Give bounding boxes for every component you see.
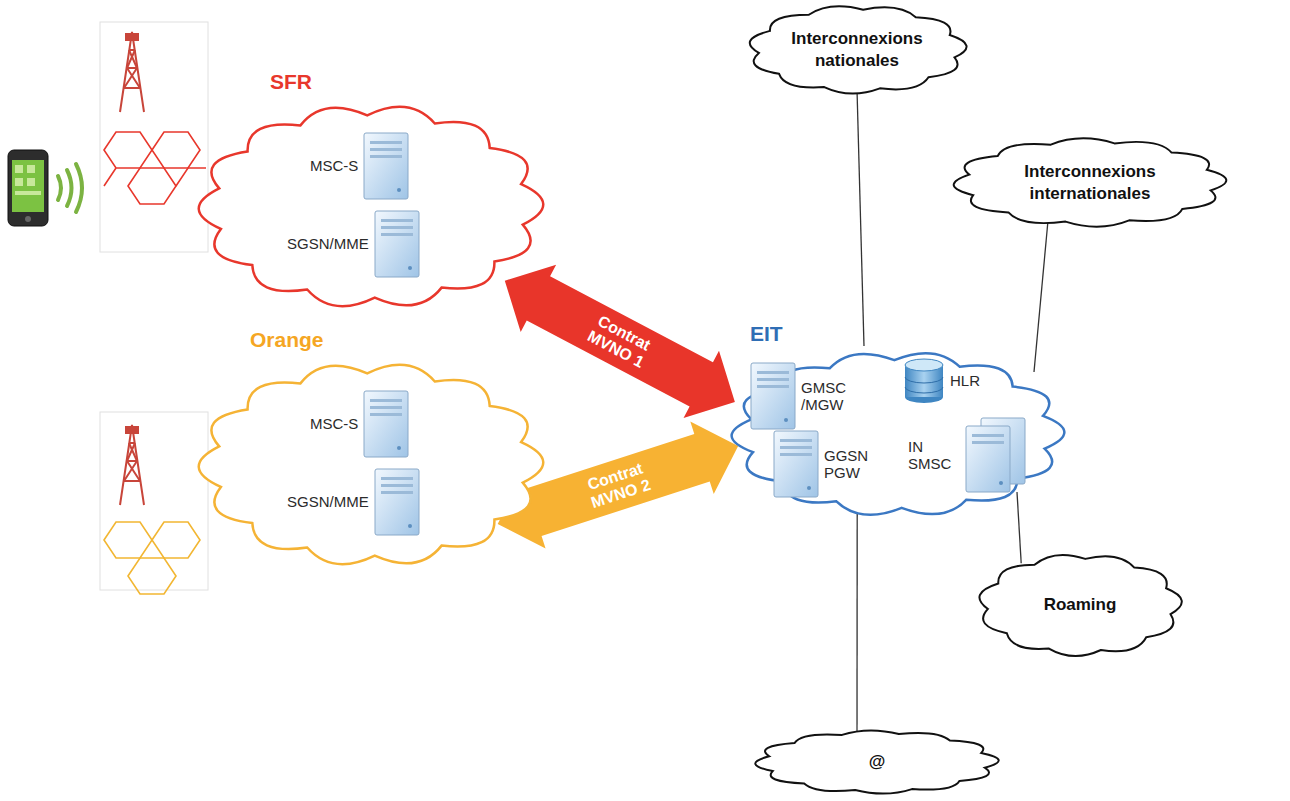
element-label: GGSN PGW: [824, 447, 880, 482]
element-label: MSC-S: [310, 415, 358, 432]
link-stroke: [856, 512, 858, 736]
external-cloud: @: [752, 728, 1002, 796]
radio-cells: [104, 132, 206, 204]
network-element: MSC-S: [310, 132, 409, 200]
network-element: HLR: [903, 358, 980, 404]
external-cloud: Interconnexions internationales: [950, 135, 1230, 230]
network-element: GMSC /MGW: [750, 362, 857, 430]
server-icon: [374, 210, 420, 278]
server-stack-icon: [965, 417, 1027, 493]
network-element: GGSN PGW: [773, 430, 880, 498]
image-panel: [100, 22, 208, 252]
element-label: MSC-S: [310, 157, 358, 174]
element-label: SGSN/MME: [287, 235, 369, 252]
antenna-tower: [120, 32, 144, 112]
radio-cells: [104, 522, 200, 594]
cloud-outline: [950, 135, 1230, 230]
cloud-label: Interconnexions internationales: [1003, 161, 1178, 204]
external-cloud: Interconnexions nationales: [745, 2, 970, 97]
element-labels: MSC-S: [310, 415, 358, 432]
element-label: HLR: [950, 372, 980, 389]
element-label: GMSC /MGW: [801, 379, 857, 414]
network-element: SGSN/MME: [287, 210, 420, 278]
network-element: SGSN/MME: [287, 468, 420, 536]
element-labels: SGSN/MME: [287, 235, 369, 252]
link-line: [1034, 221, 1048, 373]
element-label: SGSN/MME: [287, 493, 369, 510]
element-labels: MSC-S: [310, 157, 358, 174]
element-labels: SGSN/MME: [287, 493, 369, 510]
network-cloud: SFR MSC-S SGSN/MME: [195, 70, 547, 315]
link-line: [1017, 492, 1021, 563]
cloud-path: [755, 730, 998, 793]
network-cloud: EIT GMSC /MGW GGSN PGW HLR IN SMSC: [728, 322, 1068, 522]
server-icon: [750, 362, 796, 430]
cloud-path: [199, 107, 544, 306]
network-cloud: OrangeMSC-S SGSN/MME: [195, 328, 547, 573]
link-line: [857, 512, 858, 736]
double-arrow-shape: [487, 247, 753, 436]
cloud-outline: [195, 356, 547, 573]
cloud-label: Roaming: [1044, 594, 1117, 615]
element-label: IN SMSC: [908, 438, 960, 473]
server-icon: [773, 430, 819, 498]
cloud-path: [979, 555, 1181, 656]
cloud-label: @: [869, 751, 886, 772]
cloud-path: [199, 365, 544, 564]
database-icon: [903, 358, 945, 404]
element-labels: IN SMSC: [908, 438, 960, 473]
cloud-path: [954, 138, 1227, 226]
cloud-outline: [745, 2, 970, 97]
element-labels: GMSC /MGW: [801, 379, 857, 414]
mobile-phone: [8, 150, 48, 226]
link-stroke: [857, 89, 864, 346]
server-icon: [363, 390, 409, 458]
image-panel: [100, 412, 208, 590]
contract-arrow: [487, 247, 753, 436]
link-stroke: [1017, 492, 1021, 563]
network-name: EIT: [750, 322, 783, 346]
antenna-tower: [120, 425, 144, 505]
signal-waves: [58, 164, 82, 212]
server-icon: [363, 132, 409, 200]
element-labels: HLR: [950, 372, 980, 389]
cloud-label: Interconnexions nationales: [775, 28, 940, 71]
link-line: [857, 89, 864, 346]
cloud-path: [732, 353, 1065, 515]
external-cloud: Roaming: [975, 550, 1185, 660]
link-stroke: [1034, 221, 1048, 373]
network-name: Orange: [250, 328, 324, 352]
server-icon: [374, 468, 420, 536]
network-element: MSC-S: [310, 390, 409, 458]
network-name: SFR: [270, 70, 312, 94]
network-element: IN SMSC: [908, 417, 1027, 493]
cloud-path: [749, 6, 966, 93]
element-labels: GGSN PGW: [824, 447, 880, 482]
cloud-outline: [195, 98, 547, 315]
